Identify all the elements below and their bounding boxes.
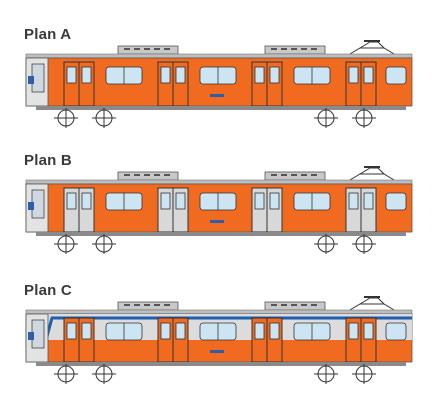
- plan-label: Plan A: [24, 26, 72, 43]
- logo-mark: [210, 350, 224, 353]
- door-window: [66, 66, 77, 84]
- ac-vent: [301, 48, 307, 50]
- ac-vent: [134, 304, 140, 306]
- door-window: [348, 192, 359, 210]
- door-window: [269, 322, 280, 340]
- ac-vent: [291, 174, 297, 176]
- door-window: [81, 192, 92, 210]
- ac-vent: [271, 48, 277, 50]
- plan-label: Plan C: [24, 282, 72, 299]
- pantograph-head: [364, 166, 380, 168]
- ac-vent: [144, 174, 150, 176]
- ac-vent: [124, 304, 130, 306]
- pantograph: [349, 47, 395, 55]
- underframe: [36, 362, 406, 366]
- underframe: [36, 232, 406, 236]
- ac-vent: [144, 304, 150, 306]
- door-window: [363, 192, 374, 210]
- ac-vent: [164, 174, 170, 176]
- door-window: [348, 66, 359, 84]
- ac-vent: [271, 174, 277, 176]
- cab-marker: [28, 332, 34, 340]
- cab-marker: [28, 202, 34, 210]
- door-window: [175, 322, 186, 340]
- passenger-window: [385, 322, 407, 341]
- door-window: [254, 322, 265, 340]
- ac-vent: [154, 48, 160, 50]
- plan-a: Plan A: [0, 26, 442, 156]
- door-window: [348, 322, 359, 340]
- ac-vent: [164, 304, 170, 306]
- door-window: [160, 192, 171, 210]
- plan-c: Plan C: [0, 282, 442, 412]
- roof: [25, 53, 413, 59]
- pantograph: [349, 303, 395, 311]
- roof: [25, 179, 413, 185]
- door-window: [254, 192, 265, 210]
- door-window: [160, 322, 171, 340]
- ac-vent: [281, 174, 287, 176]
- pantograph-head: [364, 40, 380, 42]
- train-car: [25, 40, 413, 128]
- ac-vent: [134, 174, 140, 176]
- train-car: [25, 166, 413, 254]
- passenger-window: [385, 192, 407, 211]
- ac-vent: [164, 48, 170, 50]
- pantograph-head: [364, 296, 380, 298]
- door-window: [175, 192, 186, 210]
- ac-vent: [281, 48, 287, 50]
- pantograph-arm: [359, 167, 385, 175]
- ac-vent: [291, 48, 297, 50]
- underframe: [36, 106, 406, 110]
- train-car: [25, 296, 413, 384]
- ac-vent: [154, 304, 160, 306]
- ac-vent: [124, 174, 130, 176]
- plan-b: Plan B: [0, 152, 442, 282]
- ac-vent: [124, 48, 130, 50]
- door-window: [160, 66, 171, 84]
- door-window: [363, 322, 374, 340]
- ac-vent: [281, 304, 287, 306]
- plan-label: Plan B: [24, 152, 72, 169]
- door-window: [66, 322, 77, 340]
- pantograph: [349, 173, 395, 181]
- ac-vent: [311, 174, 317, 176]
- ac-vent: [301, 174, 307, 176]
- pantograph-arm: [359, 297, 385, 305]
- door-window: [269, 66, 280, 84]
- cab-marker: [28, 76, 34, 84]
- door-window: [254, 66, 265, 84]
- ac-vent: [154, 174, 160, 176]
- pantograph-arm: [359, 41, 385, 49]
- door-window: [175, 66, 186, 84]
- passenger-window: [385, 66, 407, 85]
- door-window: [81, 66, 92, 84]
- door-window: [81, 322, 92, 340]
- ac-vent: [144, 48, 150, 50]
- logo-mark: [210, 220, 224, 223]
- door-window: [269, 192, 280, 210]
- ac-vent: [311, 48, 317, 50]
- ac-vent: [271, 304, 277, 306]
- ac-vent: [301, 304, 307, 306]
- logo-mark: [210, 94, 224, 97]
- ac-vent: [311, 304, 317, 306]
- roof: [25, 309, 413, 315]
- door-window: [363, 66, 374, 84]
- ac-vent: [291, 304, 297, 306]
- ac-vent: [134, 48, 140, 50]
- door-window: [66, 192, 77, 210]
